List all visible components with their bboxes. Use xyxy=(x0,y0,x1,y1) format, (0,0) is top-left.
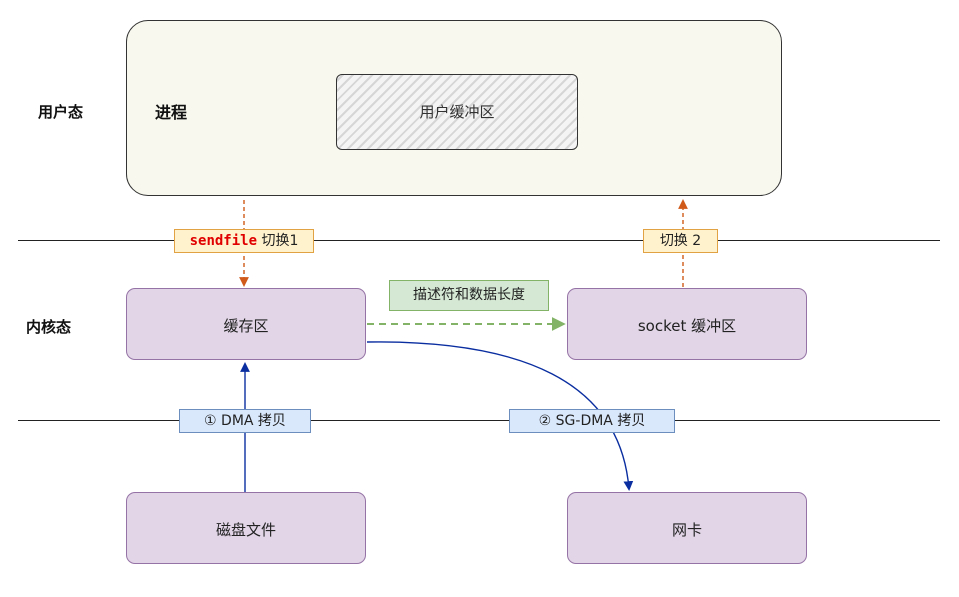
sg-dma-copy-arrow xyxy=(366,341,634,491)
user-mode-label: 用户态 xyxy=(38,103,84,121)
switch1-tag: sendfile 切换1 xyxy=(174,229,314,253)
descriptor-tag: 描述符和数据长度 xyxy=(389,280,549,311)
nic-box: 网卡 xyxy=(567,492,807,564)
switch1-label: 切换1 xyxy=(257,233,299,249)
dma-copy-label: ① DMA 拷贝 xyxy=(204,413,286,429)
kernel-hardware-divider xyxy=(18,420,940,421)
user-buffer-label: 用户缓冲区 xyxy=(419,103,495,121)
disk-file-box: 磁盘文件 xyxy=(126,492,366,564)
dma-copy-tag: ① DMA 拷贝 xyxy=(179,409,311,433)
switch2-tag: 切换 2 xyxy=(643,229,718,253)
kernel-mode-label: 内核态 xyxy=(26,318,72,336)
process-label: 进程 xyxy=(155,103,188,122)
user-kernel-divider xyxy=(18,240,940,241)
disk-file-label: 磁盘文件 xyxy=(215,521,276,539)
descriptor-label: 描述符和数据长度 xyxy=(413,287,525,303)
sg-dma-copy-tag: ② SG-DMA 拷贝 xyxy=(509,409,675,433)
page-cache-box: 缓存区 xyxy=(126,288,366,360)
socket-buffer-label: socket 缓冲区 xyxy=(637,317,737,335)
sg-dma-copy-label: ② SG-DMA 拷贝 xyxy=(538,413,646,429)
switch2-label: 切换 2 xyxy=(659,233,702,249)
sendfile-syscall-label: sendfile xyxy=(189,233,258,249)
nic-label: 网卡 xyxy=(671,521,702,539)
socket-buffer-box: socket 缓冲区 xyxy=(567,288,807,360)
page-cache-label: 缓存区 xyxy=(223,317,269,335)
user-buffer-box: 用户缓冲区 xyxy=(336,74,578,150)
